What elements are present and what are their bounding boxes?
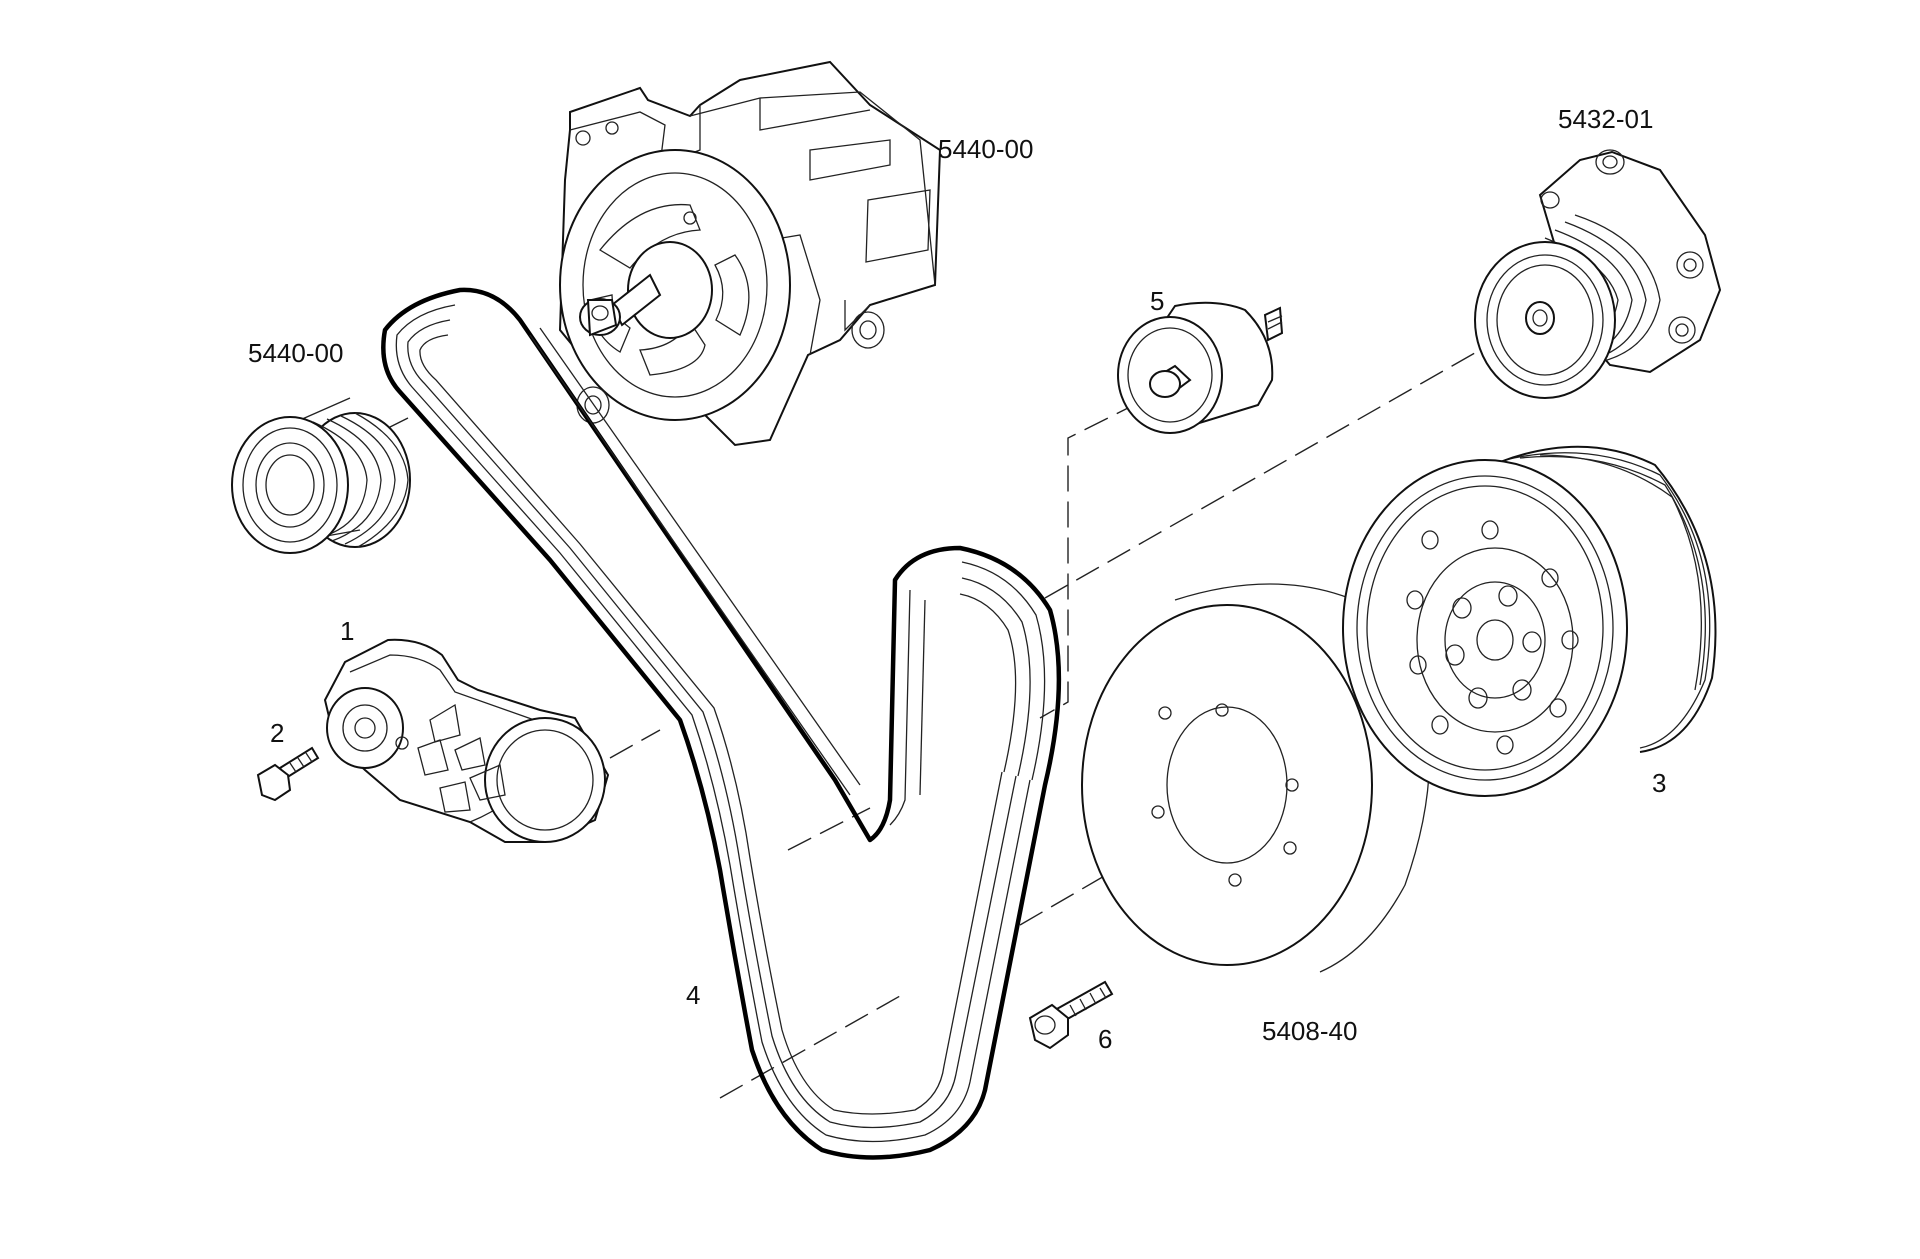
part-labels: 5440-00 5440-00 5432-01 5 1 2 3 4 6 5408… bbox=[248, 104, 1666, 1054]
label-tensioner-bolt: 2 bbox=[270, 718, 284, 748]
alternator-pulley bbox=[231, 397, 411, 554]
water-pump bbox=[1474, 149, 1722, 399]
label-damper: 5408-40 bbox=[1262, 1016, 1357, 1046]
label-alternator: 5440-00 bbox=[938, 134, 1033, 164]
tensioner-bolt bbox=[256, 746, 320, 802]
poly-v-belt bbox=[381, 287, 1062, 1160]
tensioner bbox=[323, 638, 610, 843]
alternator bbox=[558, 60, 942, 447]
label-crank-pulley: 3 bbox=[1652, 768, 1666, 798]
label-belt: 4 bbox=[686, 980, 700, 1010]
label-damper-bolt: 6 bbox=[1098, 1024, 1112, 1054]
label-alternator-pulley: 5440-00 bbox=[248, 338, 343, 368]
label-water-pump: 5432-01 bbox=[1558, 104, 1653, 134]
label-tensioner: 1 bbox=[340, 616, 354, 646]
damper-bolt bbox=[1028, 980, 1114, 1050]
idler-pulley bbox=[1117, 301, 1284, 434]
label-idler: 5 bbox=[1150, 286, 1164, 316]
crankshaft-pulley bbox=[1342, 445, 1717, 797]
